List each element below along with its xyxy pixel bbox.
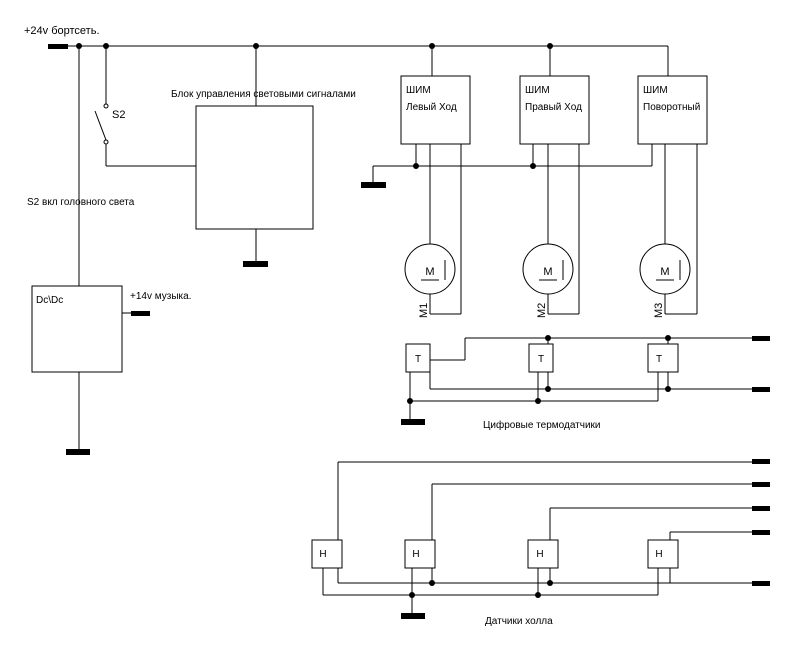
hall-sensors: H H H H Датчики холла: [311, 459, 770, 627]
motor-m1: M M1: [404, 144, 462, 318]
pwm-controller-2: ШИМ Правый Ход: [519, 46, 590, 145]
thermo-caption: Цифровые термодатчики: [483, 419, 601, 431]
switch-label: S2: [112, 109, 125, 121]
pwm-name: Поворотный: [643, 102, 700, 113]
thermo-sensor-1: [405, 343, 431, 373]
motor-symbol: M: [425, 266, 434, 278]
thermo-sensor-label: T: [415, 354, 421, 365]
dcdc-label: Dc\Dc: [36, 295, 63, 306]
motor-label: M1: [418, 303, 430, 318]
supply-label: +24v бортсеть.: [24, 25, 100, 37]
pwm-controller-3: ШИМ Поворотный: [637, 46, 708, 145]
hall-sensor-3: [527, 539, 559, 569]
pwm-name: Правый Ход: [525, 102, 582, 113]
pwm-ground-bus: [361, 144, 653, 188]
hall-sensor-label: H: [536, 549, 543, 560]
switch-s2: S2: [94, 46, 196, 167]
pwm-title: ШИМ: [525, 85, 550, 96]
motor-m3: M M3: [639, 144, 698, 318]
motor-label: M3: [653, 303, 665, 318]
pwm-title: ШИМ: [643, 85, 668, 96]
hall-sensor-label: H: [319, 549, 326, 560]
motor-symbol: M: [660, 266, 669, 278]
supply-bus: +24v бортсеть.: [24, 25, 668, 49]
light-block-label: Блок управления световыми сигналами: [171, 89, 356, 100]
motor-symbol: M: [543, 266, 552, 278]
hall-sensor-label: H: [412, 549, 419, 560]
thermo-sensor-label: T: [538, 354, 544, 365]
light-control-block: Блок управления световыми сигналами: [171, 46, 356, 267]
pwm-name: Левый Ход: [406, 102, 457, 113]
thermo-sensor-label: T: [656, 354, 662, 365]
pwm-title: ШИМ: [406, 85, 431, 96]
motor-m2: M M2: [522, 144, 580, 318]
hall-sensor-2: [404, 539, 436, 569]
switch-note: S2 вкл головного света: [27, 197, 135, 208]
dcdc-converter: Dc\Dc +14v музыка.: [31, 285, 191, 455]
music-label: +14v музыка.: [130, 291, 191, 302]
junction-dots: [76, 43, 671, 598]
hall-sensor-4: [647, 539, 679, 569]
pwm-controller-1: ШИМ Левый Ход: [400, 46, 471, 145]
thermo-sensors: T T T Цифровые термодатчики: [401, 336, 770, 431]
hall-caption: Датчики холла: [485, 616, 553, 627]
thermo-sensor-3: [647, 343, 679, 373]
hall-sensor-label: H: [655, 549, 662, 560]
thermo-sensor-2: [528, 343, 554, 373]
motor-label: M2: [536, 303, 548, 318]
hall-sensor-1: [311, 539, 343, 569]
